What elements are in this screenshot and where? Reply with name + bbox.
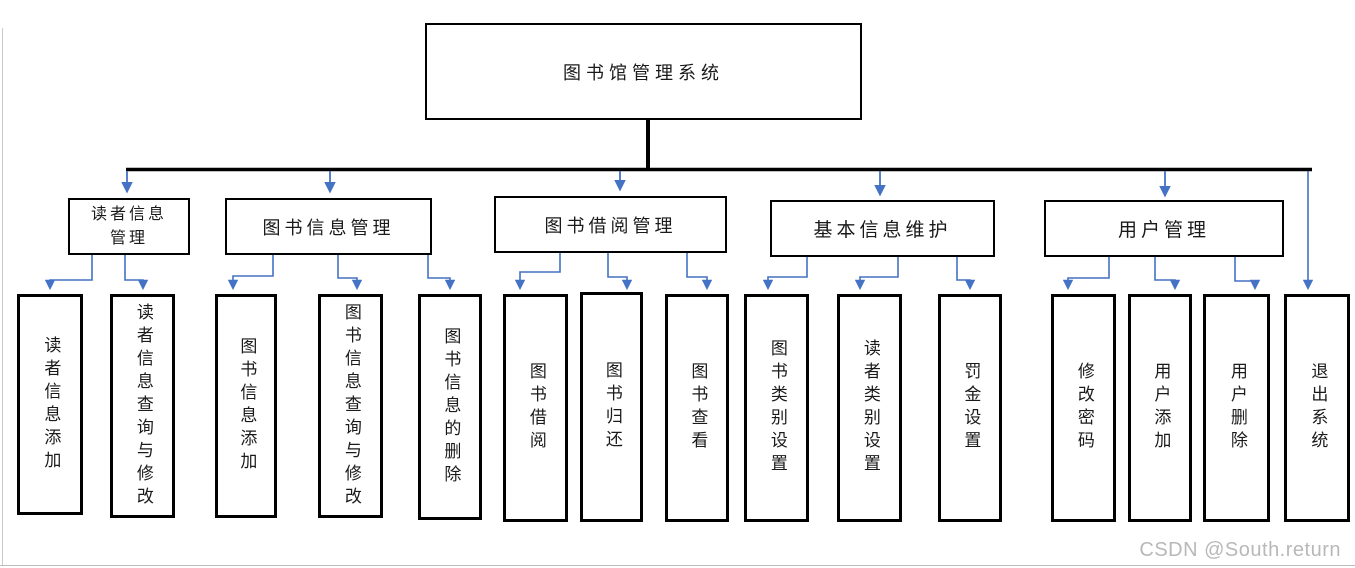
connector-book-category-setting: [762, 257, 808, 291]
connector-reader-category-setting: [854, 257, 899, 291]
node-label: 图书信息管理: [262, 217, 395, 238]
connector-change-password: [1062, 257, 1110, 291]
connector-book-borrow: [514, 253, 561, 291]
node-label: 退出系统: [1308, 362, 1328, 454]
node-book-view: 图书查看: [665, 294, 729, 522]
node-exit-system: 退出系统: [1284, 294, 1350, 522]
node-label: 罚金设置: [961, 362, 981, 454]
connector-user-delete: [1234, 257, 1261, 291]
node-label: 用户管理: [1117, 220, 1210, 241]
node-label: 图书查看: [688, 362, 708, 454]
csdn-watermark: CSDN @South.return: [1139, 539, 1341, 561]
node-book-return: 图书归还: [580, 292, 643, 522]
node-reader-category-setting: 读者类别设置: [837, 294, 902, 522]
node-book-category-setting: 图书类别设置: [744, 294, 809, 522]
node-book-info-add: 图书信息添加: [215, 294, 277, 518]
node-fine-setting: 罚金设置: [938, 294, 1002, 522]
node-label: 读者信息查询与修改: [133, 302, 153, 510]
node-label: 修改密码: [1074, 362, 1094, 454]
node-book-borrow: 图书借阅: [503, 294, 568, 522]
connector-book-info-add: [227, 255, 274, 291]
node-change-password: 修改密码: [1051, 294, 1116, 522]
node-label: 用户删除: [1227, 362, 1247, 454]
node-user-delete: 用户删除: [1203, 294, 1270, 522]
connector-user-add: [1154, 257, 1181, 291]
connector-book-info-query-modify: [337, 255, 363, 291]
node-user-management: 用户管理: [1044, 200, 1284, 257]
node-reader-info-management: 读者信息管理: [68, 198, 190, 255]
connector-reader-info-add: [44, 255, 93, 291]
connector-reader-info-query-modify: [124, 255, 149, 291]
page-edge-bottom: [0, 565, 1355, 566]
node-book-borrow-management: 图书借阅管理: [494, 196, 727, 253]
node-label: 图书借阅: [526, 362, 546, 454]
page-edge-left: [2, 28, 3, 566]
node-label: 图书类别设置: [767, 339, 787, 477]
node-label: 用户添加: [1151, 362, 1171, 454]
node-label: 读者信息管理: [90, 206, 167, 247]
node-label: 图书信息的删除: [441, 326, 461, 488]
level2-arrows: [121, 171, 1171, 198]
node-book-info-delete: 图书信息的删除: [418, 294, 482, 520]
node-label: 图书归还: [602, 361, 622, 453]
node-label: 图书信息添加: [237, 337, 257, 475]
node-reader-info-query-modify: 读者信息查询与修改: [110, 294, 175, 518]
level3-connectors: [44, 171, 1314, 291]
connector-fine-setting: [956, 257, 976, 291]
node-label: 图书馆管理系统: [563, 62, 724, 83]
node-reader-info-add: 读者信息添加: [17, 294, 83, 515]
node-user-add: 用户添加: [1128, 294, 1192, 522]
node-label: 图书信息查询与修改: [341, 302, 361, 510]
node-book-info-management: 图书信息管理: [225, 198, 432, 255]
node-book-info-query-modify: 图书信息查询与修改: [318, 294, 383, 518]
node-basic-info-maintenance: 基本信息维护: [770, 200, 995, 257]
connector-book-info-delete: [427, 255, 456, 291]
connector-book-view: [686, 253, 713, 291]
node-label: 读者类别设置: [860, 339, 880, 477]
connector-book-return: [607, 253, 633, 291]
node-label: 读者信息添加: [41, 335, 61, 474]
node-label: 图书借阅管理: [544, 215, 677, 236]
node-label: 基本信息维护: [813, 220, 952, 241]
node-library-management-system: 图书馆管理系统: [425, 23, 862, 120]
